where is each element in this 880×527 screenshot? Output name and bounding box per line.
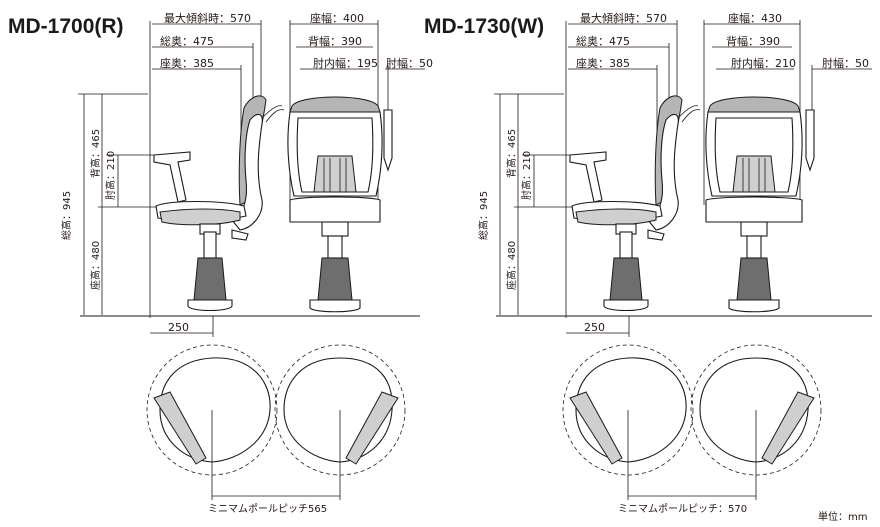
dim-back-height: 背高：465 [505, 129, 518, 178]
model-title: MD-1730(W) [424, 15, 544, 38]
dim-arm-width: 肘幅：50 [822, 56, 869, 70]
dim-seat-width: 座幅：430 [728, 11, 782, 25]
top-view-pair: ミニマムポールピッチ：570 [562, 344, 822, 515]
dim-inner-arm-width: 肘内幅：210 [731, 56, 796, 70]
dim-back-height: 背高：465 [89, 129, 102, 178]
chair-side-view [569, 95, 701, 312]
dim-back-width: 背幅：390 [726, 34, 780, 48]
model-title: MD-1700(R) [8, 15, 124, 38]
dim-seat-height: 座高：480 [89, 241, 102, 290]
dim-total-height: 総高：945 [477, 191, 490, 240]
dim-base-offset: 250 [168, 321, 189, 334]
dim-max-tilt: 最大傾斜時：570 [580, 11, 667, 25]
chair-front-view [705, 96, 815, 313]
dim-seat-depth: 座奥：385 [576, 56, 630, 70]
dim-max-tilt: 最大傾斜時：570 [164, 11, 251, 25]
dim-seat-height: 座高：480 [505, 241, 518, 290]
dim-inner-arm-width: 肘内幅：195 [313, 56, 378, 70]
model-md-1730: MD-1730(W) 最大傾斜時：570 総奥：475 座奥：385 座幅：43… [424, 11, 872, 515]
tilt-arc [677, 105, 699, 119]
chair-side-view [153, 95, 285, 312]
top-view-pair: ミニマムポールピッチ565 [146, 344, 406, 515]
dim-arm-width: 肘幅：50 [386, 56, 433, 70]
dim-arm-height: 肘高：210 [104, 151, 117, 200]
dim-base-offset: 250 [584, 321, 605, 334]
dim-pitch: ミニマムポールピッチ565 [208, 503, 327, 515]
dim-depth: 総奥：475 [576, 34, 630, 48]
chair-front-view [287, 96, 393, 313]
dim-pitch: ミニマムポールピッチ：570 [618, 503, 747, 515]
dim-seat-depth: 座奥：385 [160, 56, 214, 70]
dim-back-width: 背幅：390 [308, 34, 362, 48]
dim-total-height: 総高：945 [60, 191, 73, 240]
dim-seat-width: 座幅：400 [310, 11, 364, 25]
dim-arm-height: 肘高：210 [520, 151, 533, 200]
tilt-arc [261, 105, 283, 119]
unit-label: 単位：mm [818, 510, 867, 523]
model-md-1700: MD-1700(R) 最大傾斜時：570 総奥：475 座奥：385 座幅：40… [8, 11, 433, 515]
dim-depth: 総奥：475 [160, 34, 214, 48]
